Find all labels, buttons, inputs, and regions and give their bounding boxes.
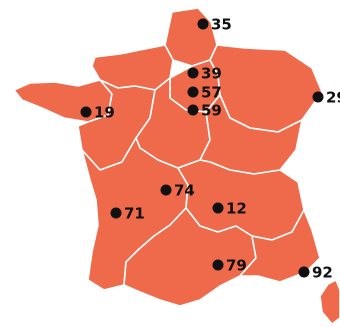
map-marker: 79 <box>212 257 247 275</box>
map-marker: 12 <box>212 200 247 218</box>
marker-dot <box>110 207 122 219</box>
marker-dot <box>212 202 224 214</box>
marker-dot <box>187 104 199 116</box>
regions-layer <box>13 7 340 325</box>
marker-label: 39 <box>201 65 222 83</box>
region-corse <box>319 279 340 325</box>
marker-dot <box>80 106 92 118</box>
marker-dot <box>298 266 310 278</box>
marker-label: 29 <box>326 89 340 107</box>
marker-label: 79 <box>226 257 247 275</box>
region-hauts-de-france <box>164 7 218 67</box>
marker-dot <box>312 91 324 103</box>
map-marker: 57 <box>187 84 222 102</box>
marker-dot <box>197 18 209 30</box>
marker-label: 57 <box>201 84 222 102</box>
map-marker: 35 <box>197 16 232 34</box>
marker-label: 74 <box>174 182 195 200</box>
marker-dot <box>212 259 224 271</box>
region-provence-alpes-cote-dazur <box>239 209 321 283</box>
marker-label: 71 <box>124 205 145 223</box>
marker-label: 59 <box>201 102 222 120</box>
map-marker: 71 <box>110 205 145 223</box>
marker-label: 35 <box>211 16 232 34</box>
marker-label: 92 <box>312 264 333 282</box>
map-marker: 92 <box>298 264 333 282</box>
map-marker: 59 <box>187 102 222 120</box>
marker-dot <box>187 67 199 79</box>
marker-label: 19 <box>94 104 115 122</box>
map-marker: 29 <box>312 89 340 107</box>
marker-dot <box>160 184 172 196</box>
marker-dot <box>187 86 199 98</box>
map-marker: 74 <box>160 182 195 200</box>
map-marker: 19 <box>80 104 115 122</box>
map-marker: 39 <box>187 65 222 83</box>
marker-label: 12 <box>226 200 247 218</box>
